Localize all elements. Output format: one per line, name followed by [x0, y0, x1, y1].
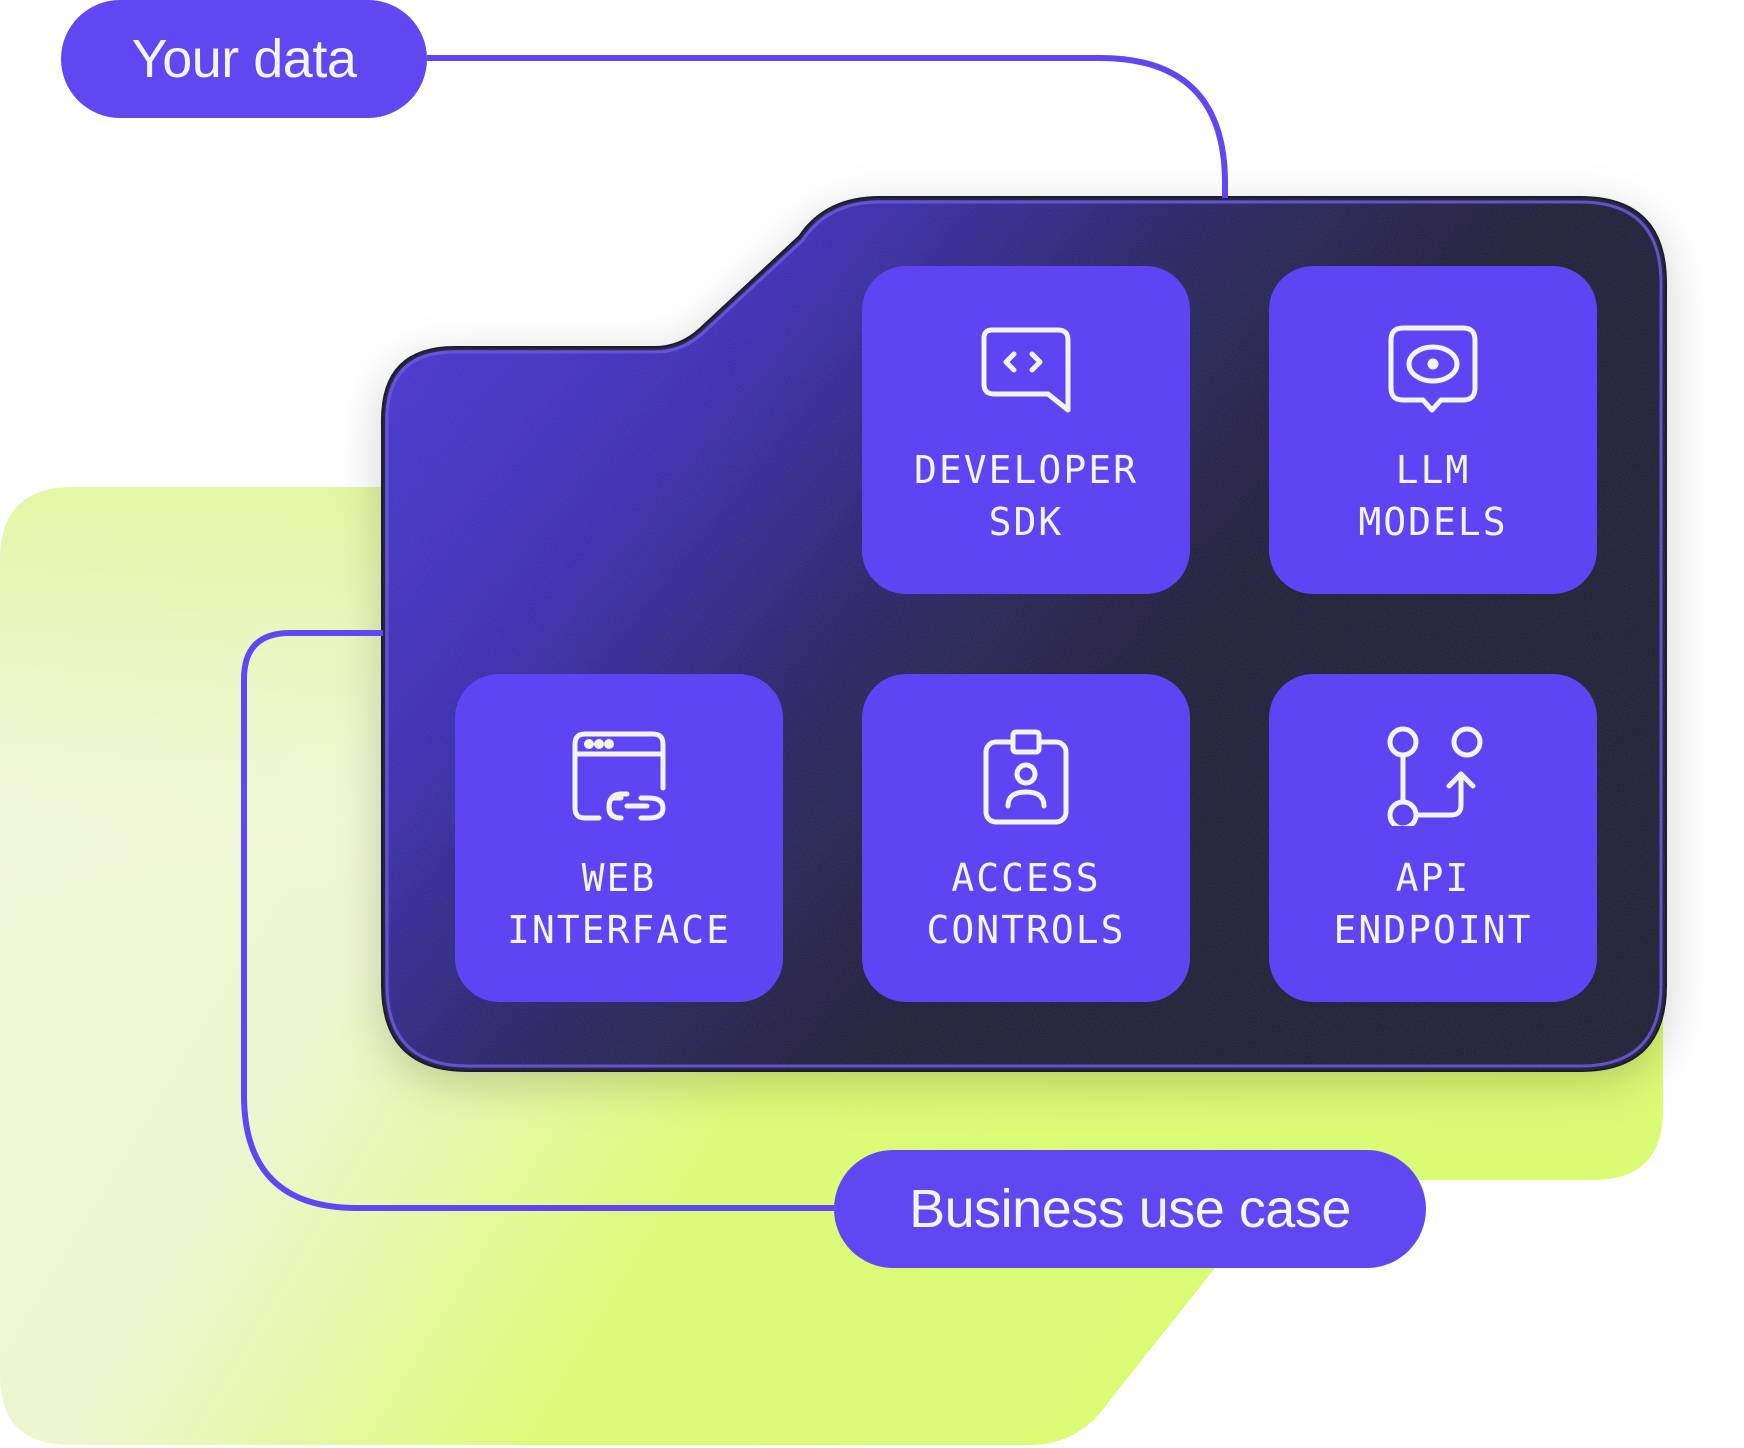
your-data-label: Your data: [131, 29, 357, 89]
tile-api-endpoint[interactable]: API ENDPOINT: [1269, 674, 1597, 1002]
tile-label: LLM MODELS: [1358, 448, 1508, 544]
code-chat-icon: [971, 318, 1081, 418]
business-use-case-label: Business use case: [909, 1179, 1351, 1239]
tile-developer-sdk[interactable]: DEVELOPER SDK: [862, 266, 1190, 594]
tile-label: DEVELOPER SDK: [914, 448, 1138, 544]
business-use-case-pill: Business use case: [834, 1150, 1426, 1268]
connector-business-use-case: [241, 630, 834, 1211]
eye-chat-icon: [1378, 318, 1488, 418]
tile-web-interface[interactable]: WEB INTERFACE: [455, 674, 783, 1002]
tile-label: API ENDPOINT: [1333, 856, 1533, 952]
connector-your-data: [427, 55, 1228, 198]
tile-access-controls[interactable]: ACCESS CONTROLS: [862, 674, 1190, 1002]
id-badge-icon: [971, 726, 1081, 826]
tile-label: WEB INTERFACE: [507, 856, 731, 952]
browser-link-icon: [564, 726, 674, 826]
your-data-pill: Your data: [61, 0, 427, 118]
tile-label: ACCESS CONTROLS: [926, 856, 1126, 952]
tile-llm-models[interactable]: LLM MODELS: [1269, 266, 1597, 594]
git-branch-arrow-icon: [1378, 726, 1488, 826]
